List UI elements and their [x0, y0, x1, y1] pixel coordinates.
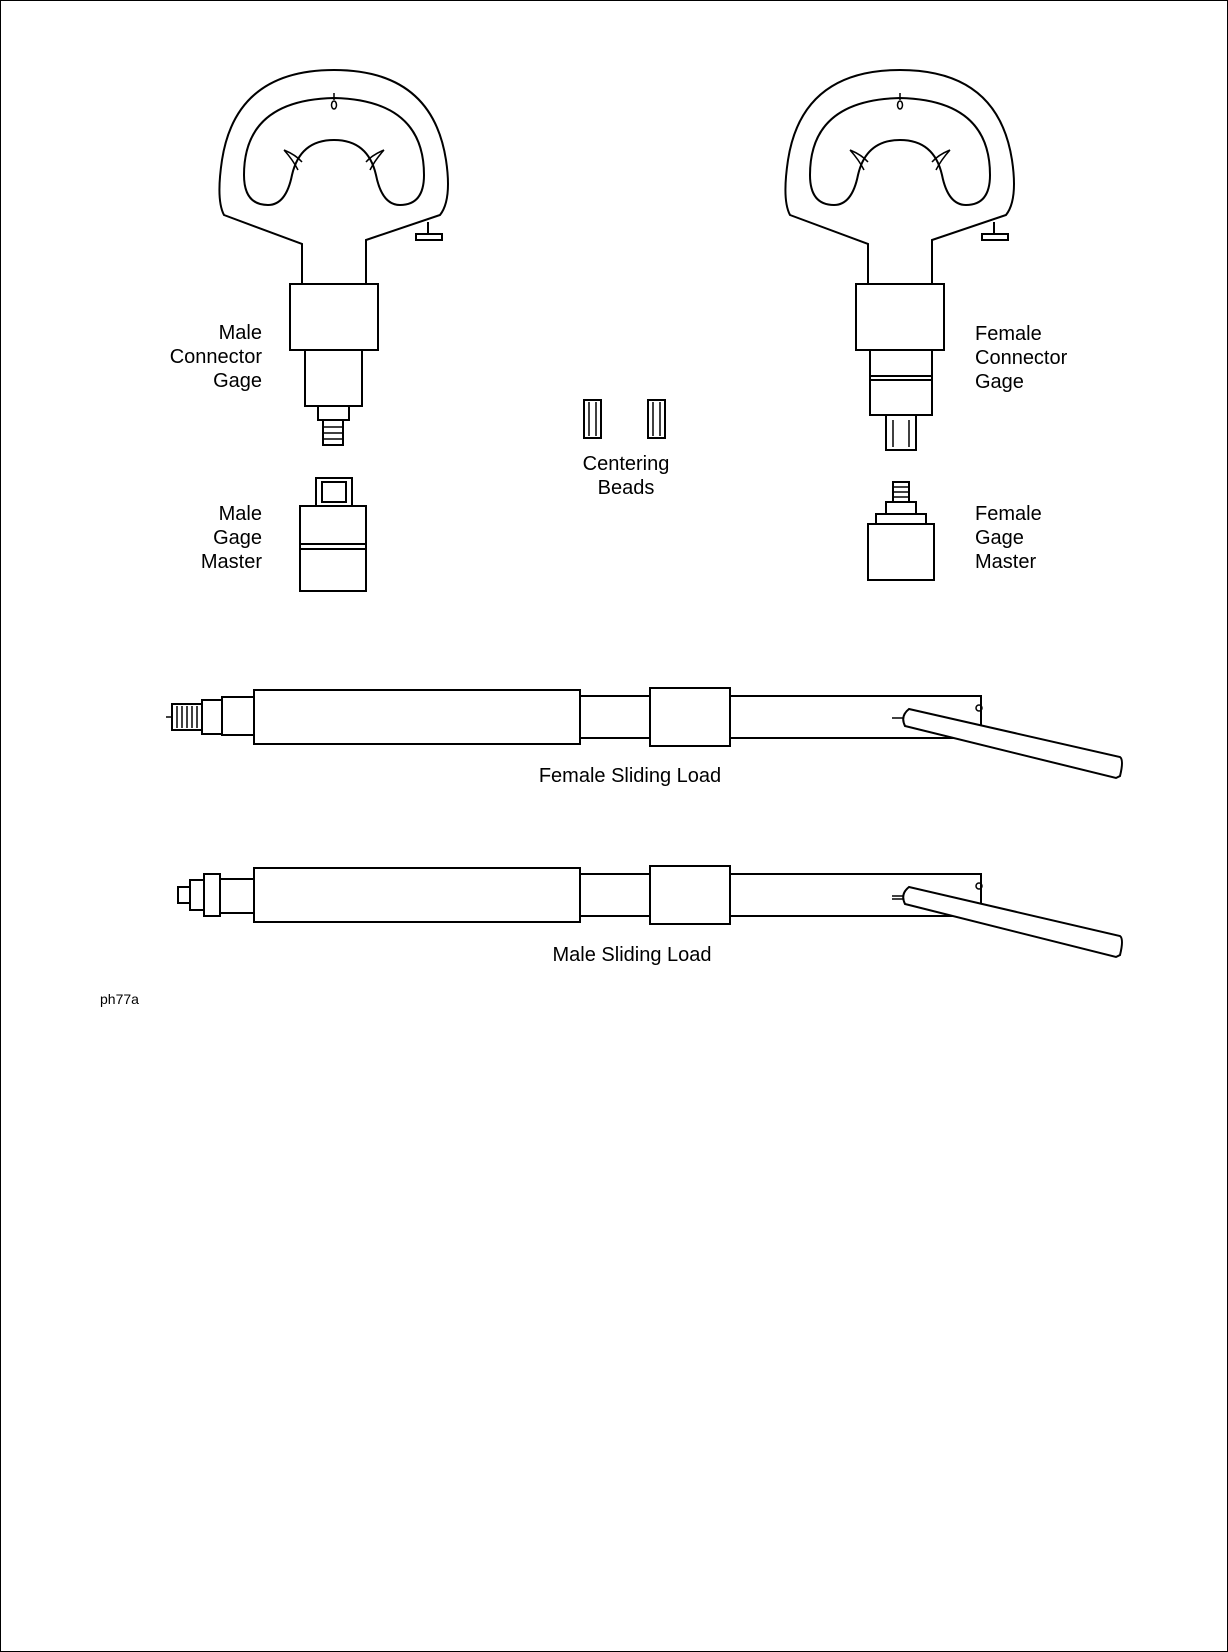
label-male-gage-master: Male Gage Master: [201, 503, 262, 573]
figure-id-label: ph77a: [100, 991, 139, 1007]
label-female-gage-master-line3: Master: [975, 551, 1036, 573]
label-female-connector-gage-line2: Connector: [975, 347, 1068, 369]
male-sliding-load: [177, 865, 1123, 959]
label-male-connector-gage: Male Connector Gage: [170, 322, 263, 392]
male-gage-master: [299, 477, 367, 592]
female-sliding-load: [166, 687, 1123, 780]
female-gage-master: [867, 481, 935, 581]
male-connector-gage: [218, 68, 449, 446]
label-female-gage-master-line2: Gage: [975, 527, 1024, 549]
label-female-gage-master-line1: Female: [975, 503, 1042, 525]
label-male-gage-master-line3: Master: [201, 551, 262, 573]
label-centering-beads: Centering Beads: [583, 453, 670, 499]
label-male-connector-gage-line2: Connector: [170, 346, 263, 368]
label-female-gage-master: Female Gage Master: [975, 503, 1042, 573]
label-male-connector-gage-line3: Gage: [213, 370, 262, 392]
label-male-gage-master-line1: Male: [219, 503, 262, 525]
label-female-connector-gage: Female Connector Gage: [975, 323, 1068, 393]
female-connector-gage: [784, 68, 1015, 451]
label-female-sliding-load: Female Sliding Load: [539, 765, 721, 787]
label-male-gage-master-line2: Gage: [213, 527, 262, 549]
label-male-connector-gage-line1: Male: [219, 322, 262, 344]
label-centering-beads-line2: Beads: [598, 477, 655, 499]
label-male-sliding-load: Male Sliding Load: [553, 944, 712, 966]
label-female-connector-gage-line1: Female: [975, 323, 1042, 345]
centering-beads: [583, 399, 666, 439]
label-centering-beads-line1: Centering: [583, 453, 670, 475]
label-female-connector-gage-line3: Gage: [975, 371, 1024, 393]
